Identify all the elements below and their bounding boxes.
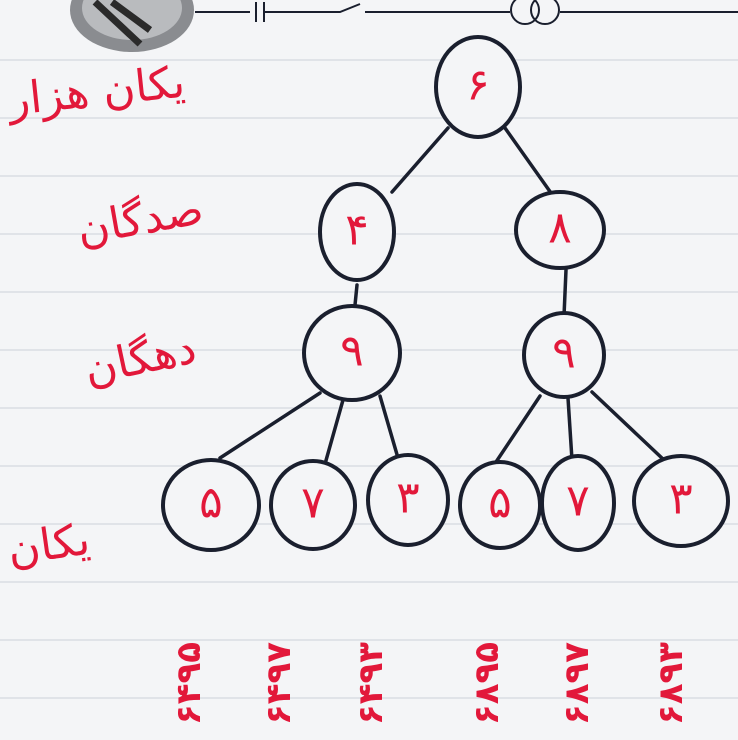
tree-edges [218,126,666,466]
node-root: ۶ [434,35,522,139]
node-leaf-6-digit: ۳ [669,474,693,525]
label-tens: دهگان [80,322,201,395]
node-hundreds-left-digit: ۴ [345,205,369,256]
node-leaf-5: ۷ [540,454,616,552]
node-leaf-3: ۳ [366,453,450,547]
label-hundreds: صدگان [73,184,207,256]
node-leaf-2-digit: ۷ [301,478,325,529]
label-thousands: یکان هزار [4,57,188,126]
node-leaf-6: ۳ [632,454,730,548]
node-tens-left: ۹ [302,304,402,402]
node-leaf-4-digit: ۵ [488,478,512,529]
result-number-6: ۶۸۹۳ [651,642,691,725]
node-leaf-1: ۵ [161,458,261,552]
label-ones: یکان [4,514,93,576]
node-root-digit: ۶ [466,60,490,111]
node-tens-left-digit: ۹ [340,326,364,377]
result-number-1: ۶۴۹۵ [169,642,209,725]
node-hundreds-left: ۴ [318,182,396,282]
node-leaf-1-digit: ۵ [199,478,223,529]
node-tens-right-digit: ۹ [552,328,576,379]
node-leaf-4: ۵ [458,460,542,550]
node-hundreds-right-digit: ۸ [548,203,572,254]
node-leaf-3-digit: ۳ [396,473,420,524]
node-hundreds-right: ۸ [514,190,606,270]
node-tens-right: ۹ [522,311,606,399]
result-number-5: ۶۸۹۷ [557,642,597,725]
node-leaf-2: ۷ [269,459,357,551]
result-number-2: ۶۴۹۷ [259,642,299,725]
node-leaf-5-digit: ۷ [566,476,590,527]
top-edge-fragment [70,0,738,52]
result-number-4: ۶۸۹۵ [467,642,507,725]
result-number-3: ۶۴۹۳ [351,642,391,725]
